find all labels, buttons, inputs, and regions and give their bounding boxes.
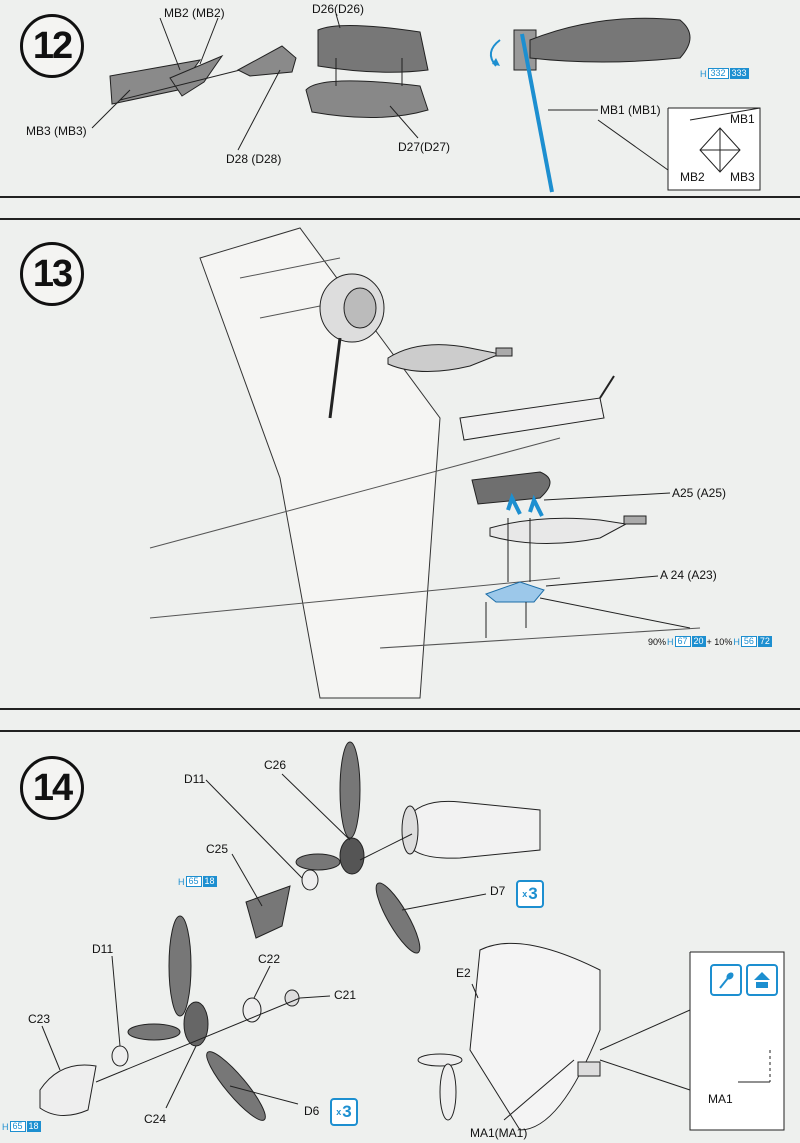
label-c22: C22 [258, 952, 281, 966]
part-d28 [236, 45, 297, 77]
step-13-number: 13 [20, 242, 84, 306]
fin-mb2 [169, 54, 224, 97]
part-d27 [305, 80, 429, 119]
part-d11-lower [111, 1045, 129, 1067]
label-ma1-inset: MA1 [708, 1092, 733, 1106]
label-d27: D27(D27) [398, 140, 451, 154]
label-mb3: MB3 (MB3) [26, 124, 87, 138]
label-a24: A 24 (A23) [660, 568, 717, 582]
label-d11-upper: D11 [184, 772, 206, 786]
inset-label-mb3: MB3 [730, 170, 755, 184]
lower-bomb [489, 517, 628, 545]
aircraft-nose [469, 942, 601, 1131]
label-d7: D7 [490, 884, 506, 898]
label-c24: C24 [144, 1112, 167, 1126]
label-ma1-main: MA1(MA1) [470, 1126, 528, 1140]
inset-label-mb1: MB1 [730, 112, 755, 126]
step-12-panel: 12 MB2 (MB2) D26(D26) M [0, 0, 800, 196]
label-c25: C25 [206, 842, 229, 856]
step-13-drawing [149, 227, 701, 699]
separator-13-14 [0, 708, 800, 710]
part-a24 [484, 581, 545, 603]
step-12-number: 12 [20, 14, 84, 78]
label-mb1: MB1 (MB1) [600, 103, 661, 117]
label-e2: E2 [456, 966, 471, 980]
step-14-number: 14 [20, 756, 84, 820]
separator-14-top [0, 730, 800, 732]
prop-blade-left-2 [127, 1023, 181, 1041]
prop-blade-bottom-2 [206, 1051, 266, 1121]
upload-icon [746, 964, 778, 996]
separator-12-13 [0, 196, 800, 198]
paint-code-c23: H 65 18 [2, 1121, 41, 1132]
prop-blade-top [339, 741, 361, 839]
label-mb2: MB2 (MB2) [164, 6, 225, 20]
paint-code-13: 90% H 67 20 + 10% H 56 72 [648, 636, 772, 647]
prop-blade-top-2 [168, 915, 192, 1017]
step-14-drawing [39, 741, 785, 1131]
label-c26: C26 [264, 758, 287, 772]
paint-code-c25: H 65 18 [178, 876, 217, 887]
label-c21: C21 [334, 988, 357, 1002]
separator-13-top [0, 218, 800, 220]
label-d28: D28 (D28) [226, 152, 282, 166]
upper-bomb [387, 344, 502, 372]
engine-nose [405, 800, 541, 859]
label-d6: D6 [304, 1104, 320, 1118]
bomb-assembled [529, 17, 691, 63]
step-13-panel: 13 A25 (A25) A 24 (A23) [0, 218, 800, 708]
label-a25: A25 (A25) [672, 486, 727, 500]
paint-code-12: H 332 333 [700, 68, 749, 79]
wing-outline [199, 227, 441, 699]
prop-blade-left [295, 853, 341, 871]
inset-label-mb2: MB2 [680, 170, 705, 184]
part-mb1-rod [520, 33, 554, 193]
prop-hub-c24 [183, 1001, 209, 1047]
brush-icon [710, 964, 742, 996]
part-d26 [317, 24, 429, 73]
label-d11-lower: D11 [92, 942, 114, 956]
part-a25 [506, 492, 544, 517]
prop-blade-bottom [375, 882, 421, 954]
lower-bomb-gray [471, 471, 551, 505]
part-d11-upper [301, 869, 319, 891]
spinner-c23 [39, 1064, 97, 1116]
step-12-drawing [91, 13, 761, 193]
label-c23: C23 [28, 1012, 51, 1026]
spinner-c25 [245, 885, 291, 939]
step-14-panel: 14 [0, 730, 800, 1143]
part-c22 [242, 997, 262, 1023]
prop-hub-c26 [339, 837, 365, 875]
label-d26: D26(D26) [312, 2, 365, 16]
